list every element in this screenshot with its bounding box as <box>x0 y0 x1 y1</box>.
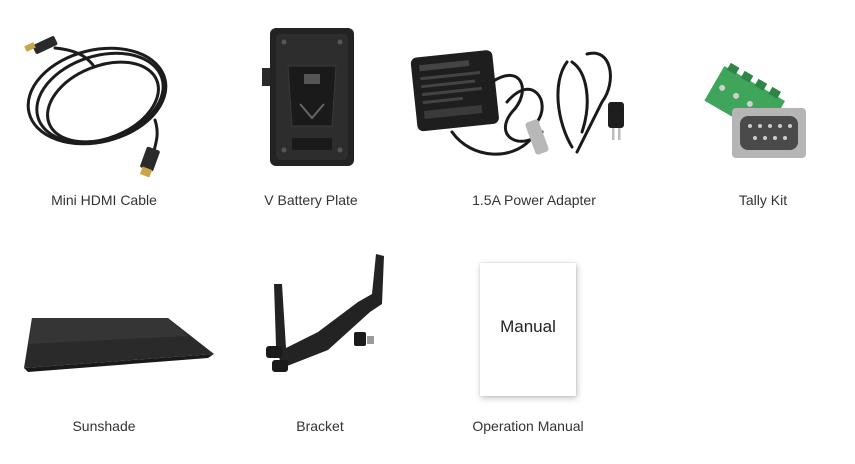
item-label: 1.5A Power Adapter <box>472 192 596 208</box>
bracket-icon <box>266 254 384 372</box>
item-label: Mini HDMI Cable <box>51 192 157 208</box>
item-label: Operation Manual <box>472 418 584 434</box>
item-label: Sunshade <box>72 418 136 434</box>
power-adapter-icon <box>410 50 624 156</box>
manual-cover-text: Manual <box>500 317 556 336</box>
hdmi-cable-icon <box>24 36 168 178</box>
manual-icon: Manual <box>480 263 576 396</box>
battery-plate-icon <box>262 28 354 166</box>
item-label: Tally Kit <box>738 192 788 208</box>
item-label: Bracket <box>296 418 344 434</box>
tally-kit-icon <box>704 62 806 158</box>
sunshade-icon <box>24 318 214 372</box>
item-label: V Battery Plate <box>264 192 358 208</box>
